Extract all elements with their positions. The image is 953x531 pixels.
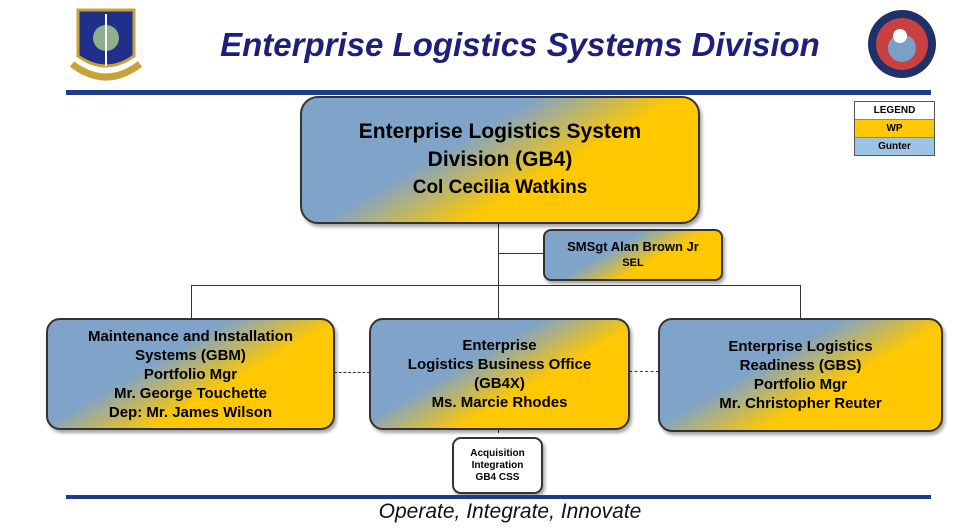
- dotted-link-right: [629, 371, 659, 372]
- legend-item-gunter: Gunter: [855, 138, 934, 155]
- org-box-division-chief: Enterprise Logistics System Division (GB…: [300, 96, 700, 224]
- org-box-acquisition: Acquisition Integration GB4 CSS: [452, 437, 543, 494]
- connector-left: [191, 285, 192, 319]
- legend: LEGEND WP Gunter: [854, 101, 935, 156]
- air-force-lcmc-logo: [68, 6, 144, 84]
- bes-emblem-logo: [866, 8, 938, 80]
- org-box-sel: SMSgt Alan Brown Jr SEL: [543, 229, 723, 281]
- box-line: Mr. George Touchette: [113, 384, 268, 402]
- box-line: Maintenance and Installation: [87, 327, 294, 345]
- org-box-gb4x: Enterprise Logistics Business Office (GB…: [369, 318, 630, 430]
- box-line: Integration: [471, 459, 524, 471]
- box-line: SMSgt Alan Brown Jr: [567, 239, 699, 254]
- box-line: Acquisition: [470, 447, 525, 459]
- legend-item-wp: WP: [855, 120, 934, 138]
- box-line: Dep: Mr. James Wilson: [108, 403, 273, 421]
- box-line: Systems (GBM): [135, 346, 246, 364]
- dotted-link-left: [334, 372, 370, 373]
- box-line: Col Cecilia Watkins: [412, 177, 588, 198]
- org-box-gbm: Maintenance and Installation Systems (GB…: [46, 318, 335, 430]
- org-box-gbs: Enterprise Logistics Readiness (GBS) Por…: [658, 318, 943, 432]
- box-line: Portfolio Mgr: [753, 376, 848, 393]
- header-divider: [66, 90, 931, 95]
- connector-sel: [498, 253, 544, 254]
- box-line: Division (GB4): [427, 148, 573, 171]
- box-line: (GB4X): [474, 375, 525, 392]
- box-line: GB4 CSS: [475, 471, 520, 483]
- motto: Operate, Integrate, Innovate: [378, 500, 642, 523]
- box-line: Readiness (GBS): [739, 357, 862, 374]
- box-line: Enterprise: [462, 337, 537, 354]
- box-line: Portfolio Mgr: [143, 365, 238, 383]
- page-title: Enterprise Logistics Systems Division: [220, 26, 820, 63]
- footer-divider: [66, 495, 931, 499]
- connector-right: [800, 285, 801, 319]
- box-line: Enterprise Logistics System: [358, 120, 642, 143]
- legend-title: LEGEND: [855, 102, 934, 120]
- box-line: Logistics Business Office: [407, 356, 592, 373]
- box-line: Ms. Marcie Rhodes: [431, 394, 568, 411]
- box-line: Enterprise Logistics: [728, 338, 873, 355]
- connector-horizontal: [191, 285, 801, 286]
- box-line: Mr. Christopher Reuter: [719, 395, 882, 412]
- box-line: SEL: [622, 257, 644, 269]
